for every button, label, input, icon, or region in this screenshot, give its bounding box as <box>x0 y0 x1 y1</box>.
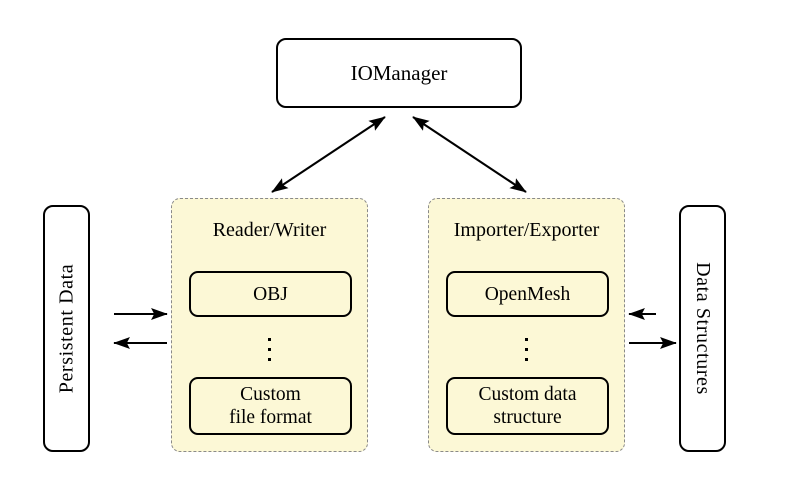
reader-writer-item-obj[interactable]: OBJ <box>189 271 352 317</box>
persistent-data-label: Persistent Data <box>55 263 77 394</box>
importer-exporter-custom-line2: structure <box>493 407 562 428</box>
importer-exporter-item-openmesh-label: OpenMesh <box>484 283 571 305</box>
panel-reader-writer[interactable]: Reader/Writer OBJ Custom file format <box>171 198 368 452</box>
reader-writer-custom-line2: file format <box>229 407 312 428</box>
reader-writer-item-custom-file-format[interactable]: Custom file format <box>189 377 352 435</box>
reader-writer-item-obj-label: OBJ <box>253 283 288 305</box>
reader-writer-ellipsis-icon <box>172 329 367 369</box>
ellipsis-dot <box>268 337 271 341</box>
arrow-manager-importer-exporter <box>412 116 527 193</box>
data-structures-label: Data Structures <box>692 262 715 395</box>
panel-reader-writer-title: Reader/Writer <box>212 219 327 241</box>
ellipsis-dot <box>268 357 271 361</box>
ellipsis-dot <box>268 347 271 351</box>
importer-exporter-item-custom-data-structure[interactable]: Custom data structure <box>446 377 609 435</box>
importer-exporter-custom-line1: Custom data <box>478 384 577 405</box>
persistent-data-box[interactable]: Persistent Data <box>43 205 90 452</box>
panel-importer-exporter[interactable]: Importer/Exporter OpenMesh Custom data s… <box>428 198 625 452</box>
panel-importer-exporter-title: Importer/Exporter <box>453 219 600 241</box>
ellipsis-dot <box>525 357 528 361</box>
io-manager-box[interactable]: IOManager <box>276 38 522 108</box>
io-manager-label: IOManager <box>350 60 448 85</box>
importer-exporter-item-openmesh[interactable]: OpenMesh <box>446 271 609 317</box>
reader-writer-custom-line1: Custom <box>240 384 301 405</box>
ellipsis-dot <box>525 337 528 341</box>
importer-exporter-ellipsis-icon <box>429 329 624 369</box>
data-structures-box[interactable]: Data Structures <box>679 205 726 452</box>
arrow-manager-reader-writer <box>271 116 386 193</box>
ellipsis-dot <box>525 347 528 351</box>
